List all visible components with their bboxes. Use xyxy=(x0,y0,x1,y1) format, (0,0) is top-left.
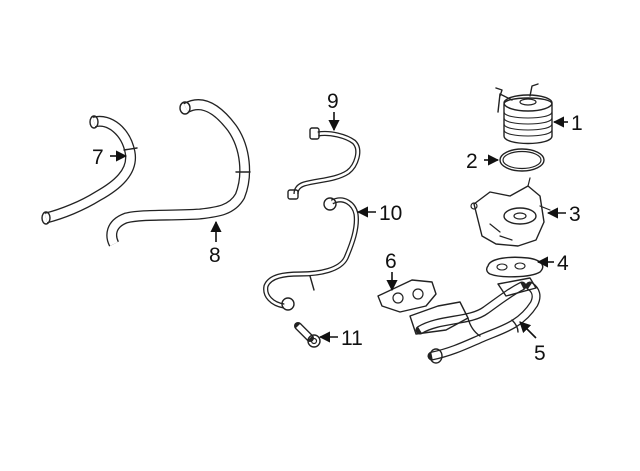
callout-4: 4 xyxy=(557,252,569,275)
oil-cooler xyxy=(495,83,553,145)
callout-1: 1 xyxy=(571,112,583,135)
callout-2: 2 xyxy=(466,150,478,173)
leader-lines xyxy=(110,112,568,343)
o-ring xyxy=(499,148,545,172)
bolt xyxy=(294,322,321,348)
pipe-gasket xyxy=(377,279,437,313)
callout-labels: 1 2 3 4 5 6 7 8 9 10 11 xyxy=(92,90,583,365)
lower-hose xyxy=(106,99,251,247)
leader-5 xyxy=(519,321,537,339)
inlet-tube xyxy=(263,197,359,311)
callout-7: 7 xyxy=(92,146,104,169)
callout-6: 6 xyxy=(385,250,397,273)
gasket xyxy=(485,256,544,278)
callout-5: 5 xyxy=(534,342,546,365)
upper-hose xyxy=(41,115,138,225)
callout-8: 8 xyxy=(209,244,221,267)
outlet-tube xyxy=(287,127,361,200)
callout-3: 3 xyxy=(569,203,581,226)
callout-10: 10 xyxy=(379,202,402,225)
coolant-pipe xyxy=(409,277,541,364)
callout-11: 11 xyxy=(341,327,363,350)
callout-9: 9 xyxy=(327,90,339,113)
cooler-housing xyxy=(470,177,551,247)
